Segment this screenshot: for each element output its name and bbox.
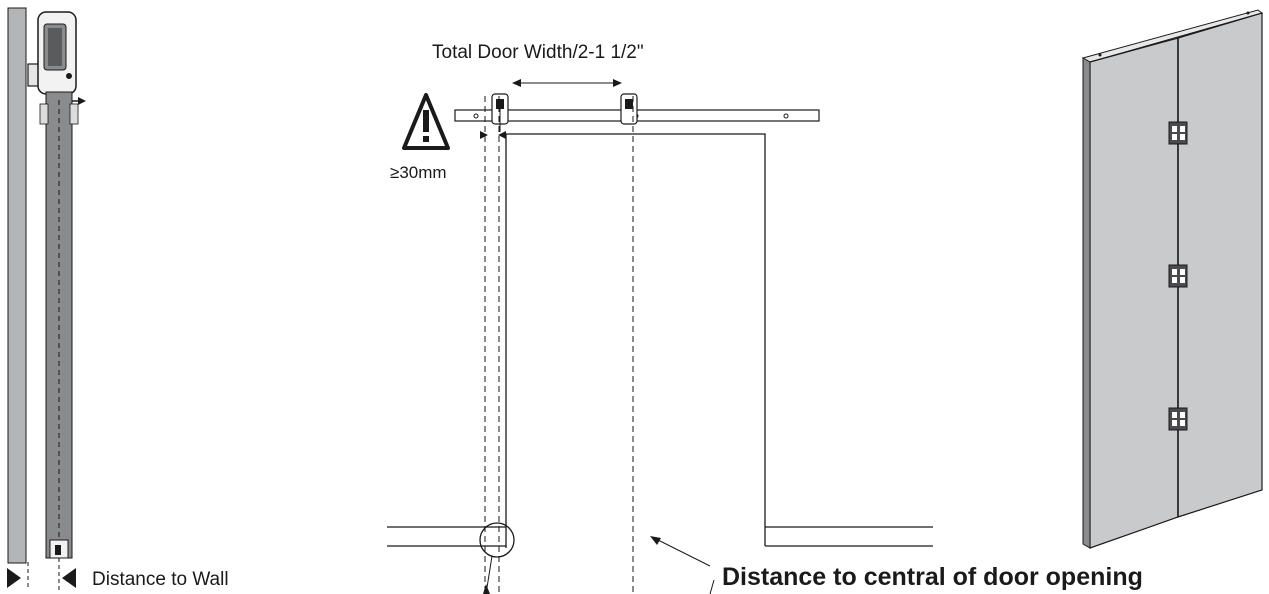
warning-triangle-icon [402,93,450,150]
left-hanger [491,93,509,132]
right-pointer-icon [62,568,76,588]
right-hanger [620,93,638,125]
door-opening-outline [505,133,766,548]
direction-arrow-icon [78,97,86,105]
front-view: Total Door Width/2-1 1/2" [387,42,1143,594]
detail-circle [479,522,515,558]
hinge-top [1168,121,1188,145]
hinge-middle [1168,264,1188,288]
isometric-double-door [1081,9,1264,549]
distance-to-wall-label: Distance to Wall [92,569,229,590]
min-gap-label: ≥30mm [390,163,447,182]
right-door-panel [1177,12,1263,518]
left-pointer-icon [7,568,21,588]
left-door-panel [1089,37,1179,549]
hinge-bottom [1168,407,1188,431]
side-view: Distance to Wall [7,7,229,590]
distance-to-center-label: Distance to central of door opening [722,563,1143,591]
total-door-width-label: Total Door Width/2-1 1/2" [432,42,644,63]
roller-wheel [37,11,77,95]
wall-panel [7,7,27,564]
